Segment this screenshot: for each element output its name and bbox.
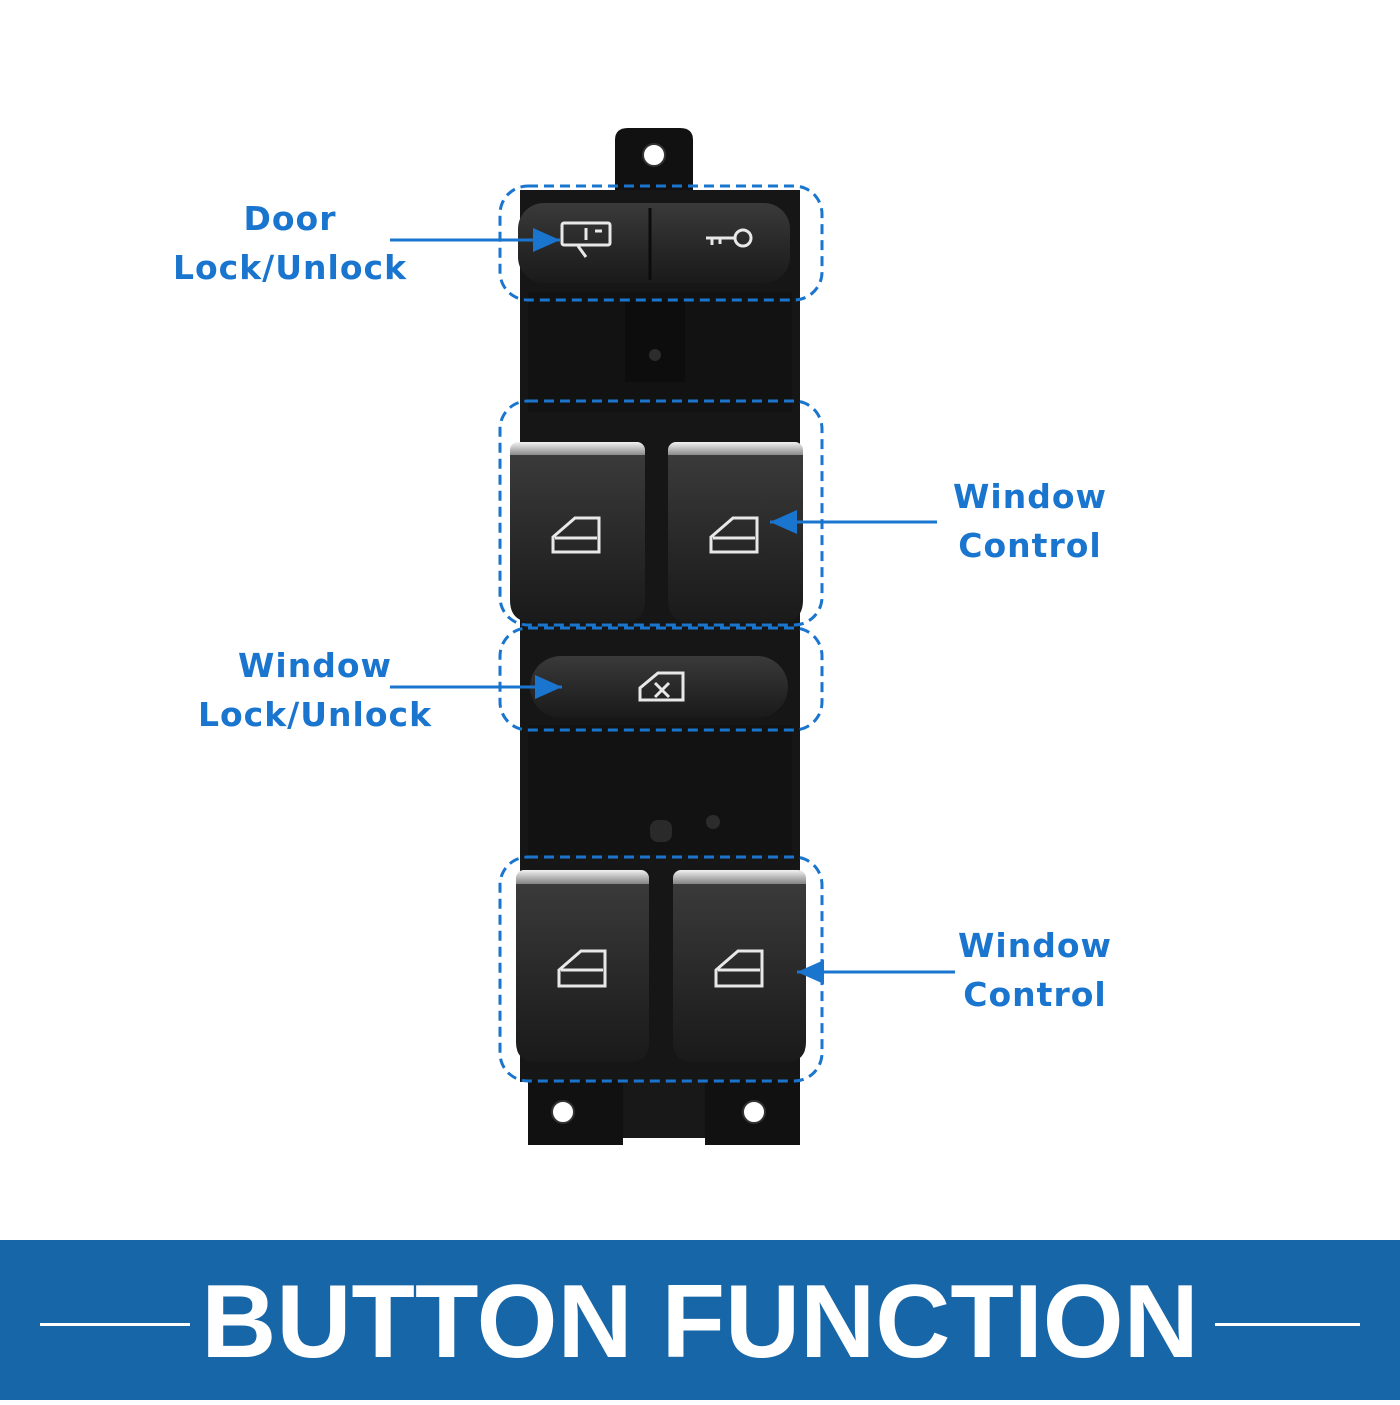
door-lock-icon	[560, 221, 612, 258]
rear-window-buttons	[516, 870, 806, 1062]
window-icon	[551, 516, 601, 554]
door-lock-label: Door Lock/Unlock	[160, 194, 420, 292]
door-lock-highlight	[498, 184, 824, 302]
door-lock-rocker	[518, 203, 790, 283]
front-window-control-label: Window Control	[930, 472, 1130, 570]
door-lock-label-line1: Door	[243, 199, 337, 238]
window-lock-label-line1: Window	[238, 646, 392, 685]
door-lock-label-line2: Lock/Unlock	[172, 248, 408, 287]
window-icon	[709, 516, 759, 554]
mounting-hole	[642, 143, 666, 167]
title-banner	[0, 1240, 1400, 1400]
rear-window-control-label: Window Control	[935, 921, 1135, 1019]
window-icon	[557, 949, 607, 988]
window-lock-button	[530, 656, 788, 718]
bottom-mounting-base	[528, 1080, 800, 1145]
window-lock-highlight	[498, 626, 824, 732]
front-window-control-label-line1: Window	[953, 477, 1107, 516]
window-lock-icon	[638, 671, 685, 702]
mounting-hole	[551, 1100, 575, 1124]
rear-window-control-label-line2: Control	[963, 975, 1107, 1014]
window-icon	[714, 949, 764, 988]
front-window-control-label-line2: Control	[958, 526, 1102, 565]
banner-left-rule	[40, 1323, 190, 1326]
top-mounting-tab	[615, 128, 693, 200]
front-window-highlight	[498, 399, 824, 627]
rear-window-control-label-line1: Window	[958, 926, 1112, 965]
banner-right-rule	[1215, 1323, 1360, 1326]
front-window-buttons	[510, 442, 803, 622]
key-icon	[706, 228, 753, 248]
window-lock-label: Window Lock/Unlock	[180, 641, 450, 739]
window-lock-label-line2: Lock/Unlock	[197, 695, 433, 734]
banner-title: BUTTON FUNCTION	[201, 1264, 1199, 1380]
mounting-hole	[742, 1100, 766, 1124]
